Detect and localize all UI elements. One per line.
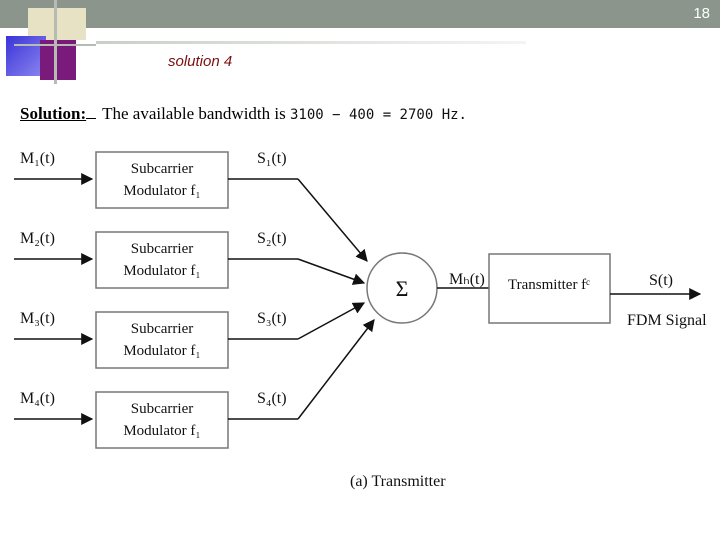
modulator-4-line-2: Modulator f₁ xyxy=(123,423,200,439)
solution-text: The available bandwidth is xyxy=(102,104,286,123)
diagram-caption: (a) Transmitter xyxy=(350,473,446,490)
channel-4: M₄(t) Subcarrier Modulator f₁ S₄(t) xyxy=(14,319,375,449)
modulator-2-line-2: Modulator f₁ xyxy=(123,263,200,279)
decor-square-blue xyxy=(6,36,46,76)
bandwidth-equation: 3100 − 400 = 2700 Hz. xyxy=(289,107,467,123)
input-label-m3: M₃(t) xyxy=(20,310,55,327)
input-label-m1: M₁(t) xyxy=(20,150,55,167)
subcarrier-modulator-2 xyxy=(95,231,229,289)
summer-output-label: Mₕ(t) xyxy=(449,271,485,288)
decor-vertical-line xyxy=(54,0,57,84)
channel-1: M₁(t) Subcarrier Modulator f₁ S₁(t) xyxy=(14,150,368,262)
output-label-s1: S₁(t) xyxy=(257,150,287,167)
slide-number: 18 xyxy=(693,5,710,22)
modulator-3-line-2: Modulator f₁ xyxy=(123,343,200,359)
decor-square-purple xyxy=(40,40,76,80)
solution-label: Solution: xyxy=(20,104,87,123)
summer-arrow-3 xyxy=(297,302,366,340)
summer-arrow-2 xyxy=(297,258,366,285)
input-label-m4: M₄(t) xyxy=(20,390,55,407)
solution-statement: Solution: The available bandwidth is 310… xyxy=(20,104,467,124)
summer-arrow-4 xyxy=(297,319,375,420)
input-label-m2: M₂(t) xyxy=(20,230,55,247)
subcarrier-modulator-1 xyxy=(95,151,229,209)
subcarrier-modulator-3 xyxy=(95,311,229,369)
subcarrier-modulator-4 xyxy=(95,391,229,449)
decor-horizontal-line xyxy=(14,44,96,46)
transmitter-label: Transmitter fᶜ xyxy=(508,277,590,293)
header-rule xyxy=(96,41,526,44)
transmitter-block xyxy=(488,253,611,324)
top-bar: 18 xyxy=(0,0,720,28)
modulator-4-line-1: Subcarrier xyxy=(131,401,193,417)
modulator-2-line-1: Subcarrier xyxy=(131,241,193,257)
output-signal-label: S(t) xyxy=(649,272,673,289)
solution-underline xyxy=(86,118,97,119)
sigma-symbol: Σ xyxy=(396,276,409,301)
modulator-1-line-1: Subcarrier xyxy=(131,161,193,177)
channel-2: M₂(t) Subcarrier Modulator f₁ S₂(t) xyxy=(14,230,366,289)
channel-3: M₃(t) Subcarrier Modulator f₁ S₃(t) xyxy=(14,302,366,369)
output-label-s4: S₄(t) xyxy=(257,390,287,407)
output-label-s2: S₂(t) xyxy=(257,230,287,247)
modulator-1-line-2: Modulator f₁ xyxy=(123,183,200,199)
summer-arrow-1 xyxy=(297,178,368,262)
decor-square-cream xyxy=(28,8,86,40)
output-label-s3: S₃(t) xyxy=(257,310,287,327)
slide-title: solution 4 xyxy=(168,53,233,70)
modulator-3-line-1: Subcarrier xyxy=(131,321,193,337)
fdm-signal-label: FDM Signal xyxy=(627,312,707,329)
